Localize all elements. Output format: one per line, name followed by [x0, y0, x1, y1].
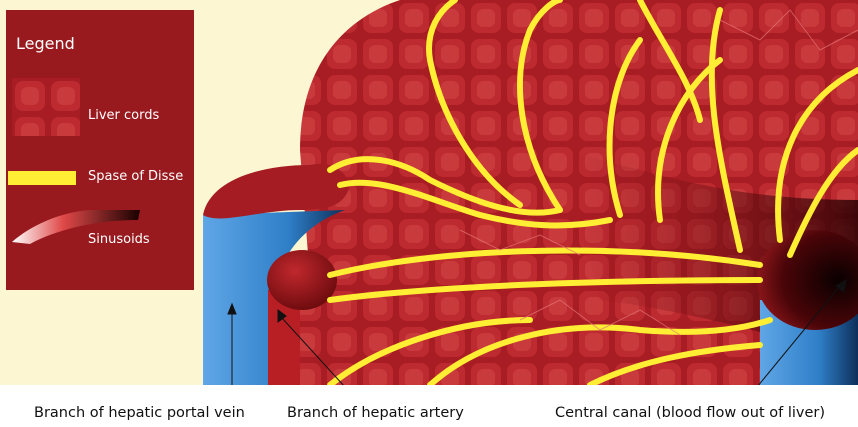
space-of-disse-swatch-icon [8, 171, 76, 185]
legend-label-sinusoids: Sinusoids [88, 232, 150, 247]
caption-central-canal: Central canal (blood flow out of liver) [555, 405, 825, 421]
caption-portal-vein: Branch of hepatic portal vein [34, 405, 245, 421]
legend-label-space-of-disse: Spase of Disse [88, 169, 183, 184]
legend-label-liver-cords: Liver cords [88, 108, 159, 123]
legend-title: Legend [16, 34, 75, 53]
hepatic-artery-cap [267, 250, 337, 310]
liver-cords-swatch-icon [12, 78, 80, 136]
legend-box: Legend Liver cords Spase of Disse Sinuso… [6, 10, 194, 290]
caption-hepatic-artery: Branch of hepatic artery [287, 405, 464, 421]
